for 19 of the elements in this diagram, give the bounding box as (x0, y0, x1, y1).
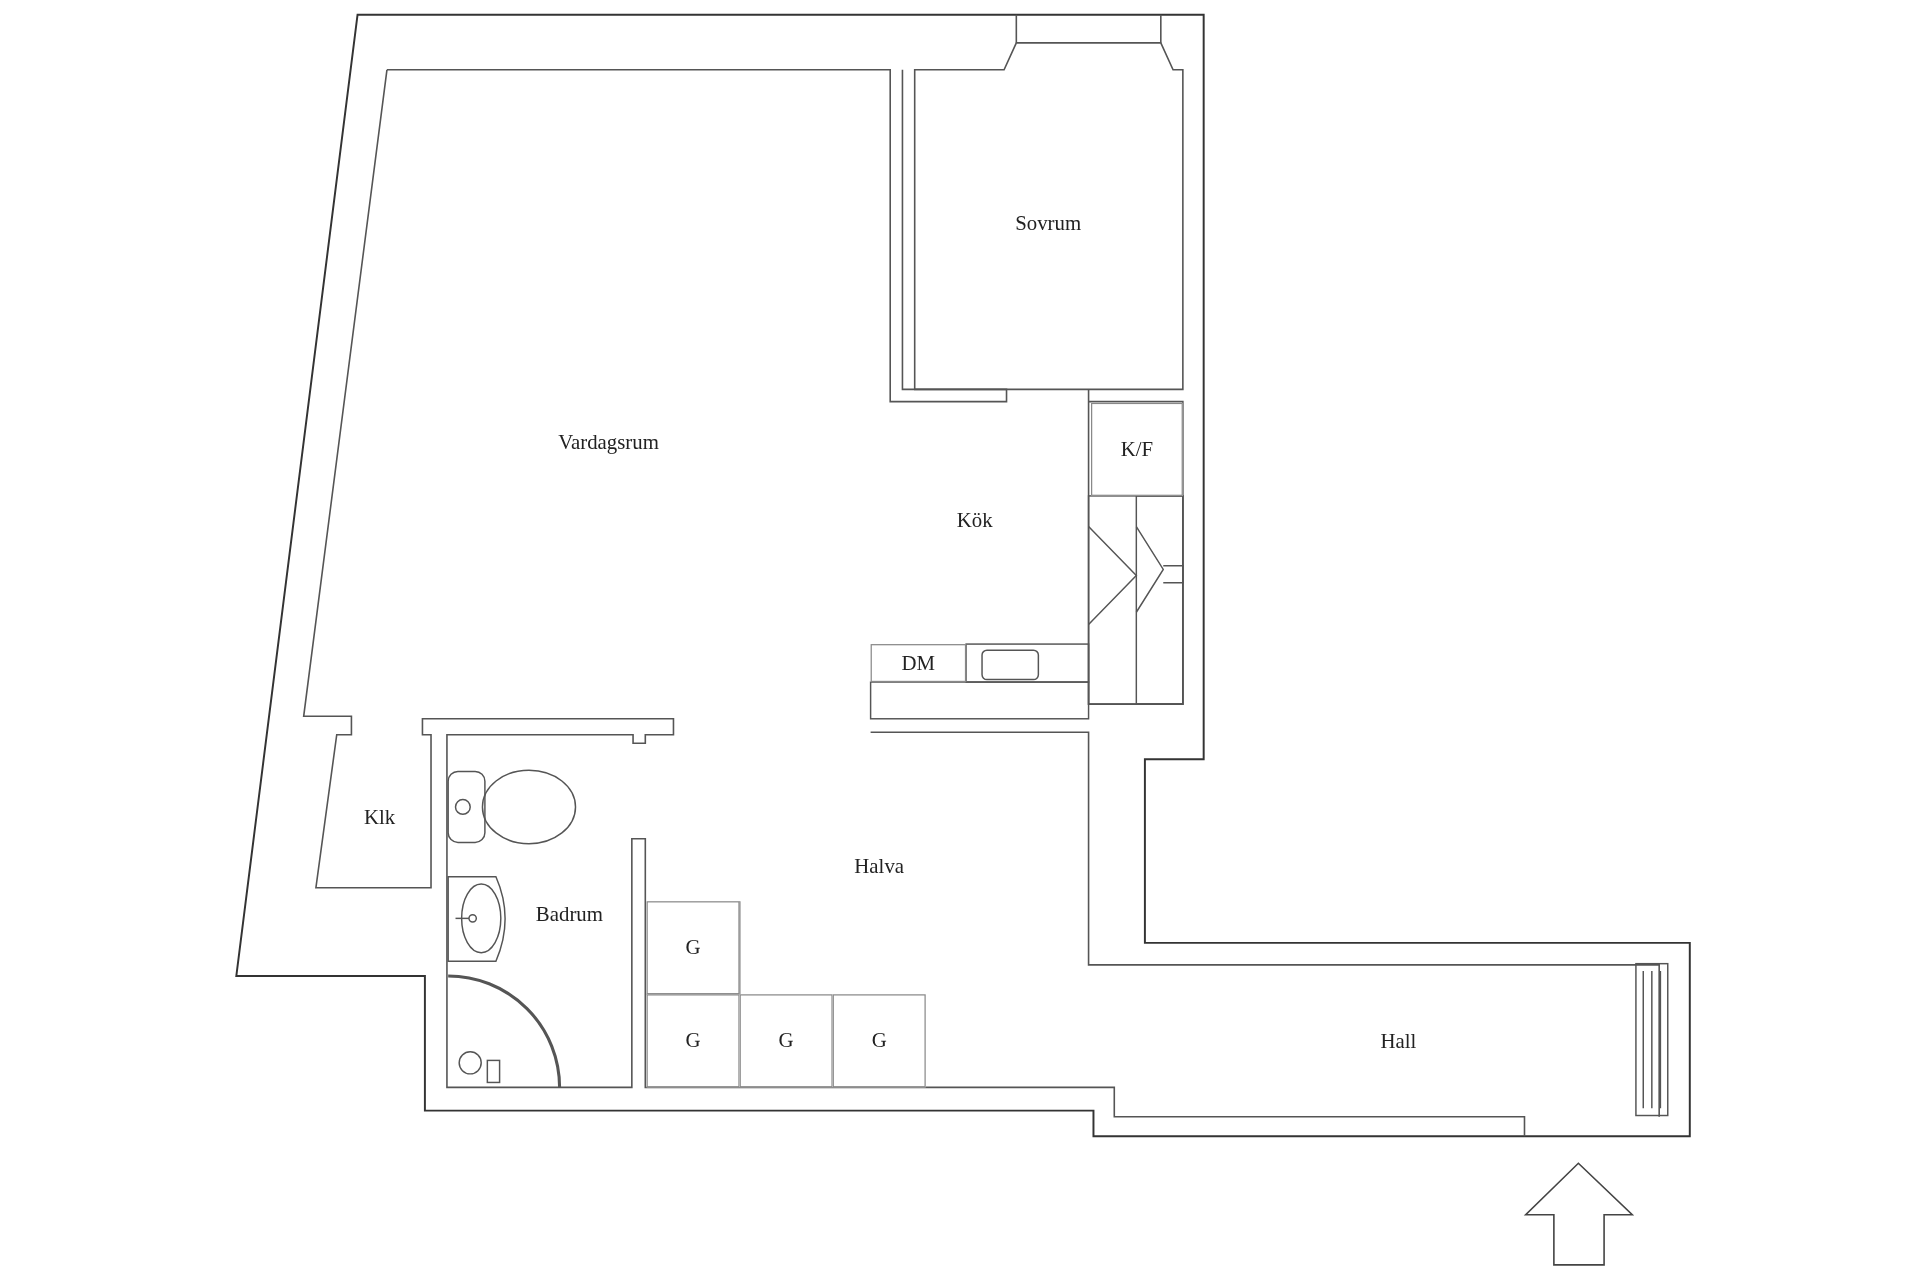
room-label: Vardagsrum (558, 431, 659, 456)
room-label: Sovrum (1015, 211, 1082, 237)
room-label: Badrum (535, 902, 603, 927)
wardrobe-box (646, 994, 740, 1088)
room-label: Klk (364, 805, 396, 831)
box-label: G (685, 935, 701, 960)
fridge-freezer-box (1091, 402, 1183, 496)
box-label: DM (901, 650, 936, 676)
box-label: G (685, 1028, 701, 1054)
wardrobe-box (739, 994, 833, 1088)
room-label: Hall (1380, 1029, 1417, 1055)
wardrobe-box (832, 994, 926, 1088)
room-label: Kök (956, 508, 993, 533)
wardrobe-box (646, 901, 740, 995)
box-label: K/F (1120, 437, 1154, 462)
box-label: G (871, 1028, 887, 1054)
dishwasher-box (870, 644, 967, 683)
room-label: Halva (854, 854, 905, 880)
box-label: G (778, 1028, 794, 1054)
